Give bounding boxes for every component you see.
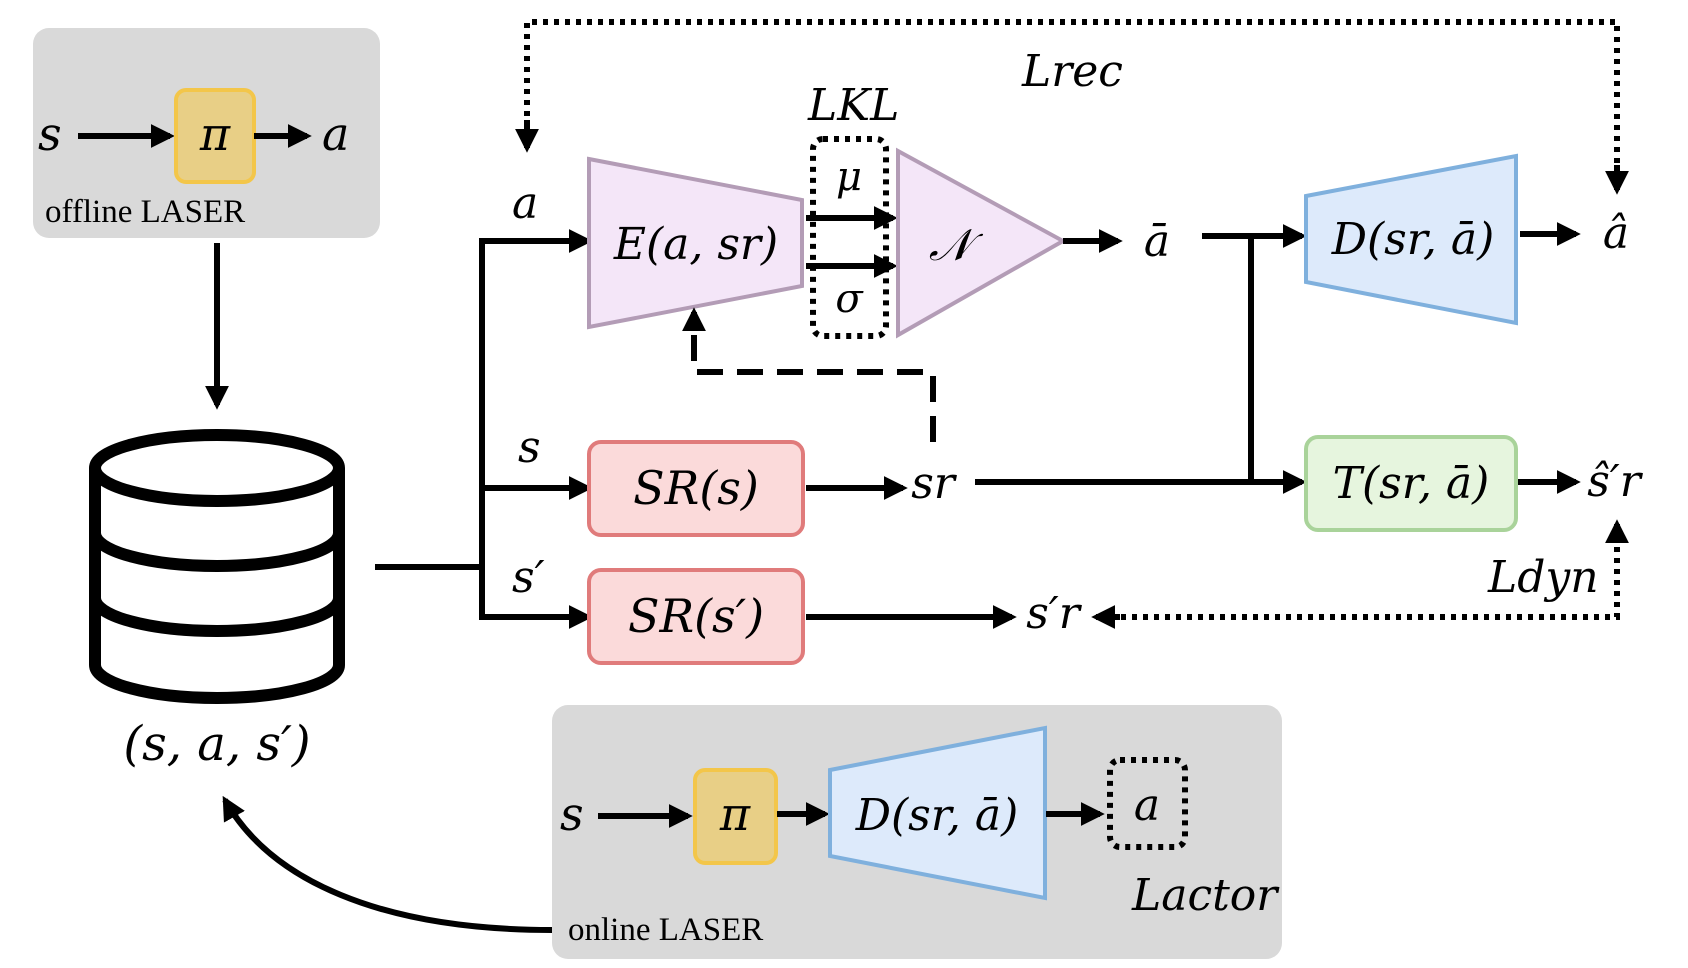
rec-loss-loop <box>524 19 1620 182</box>
online-policy-box <box>693 768 778 865</box>
dynamics-block <box>1304 435 1518 532</box>
input-s-label: s <box>518 422 541 473</box>
database-icon <box>89 429 345 704</box>
input-s-prime-label: s′ <box>512 552 545 603</box>
dyn-loss-line <box>1110 538 1620 620</box>
online-a-label: a <box>1134 780 1160 831</box>
s-hat-r-prime-label: ŝ′r <box>1587 456 1644 507</box>
online-action-box <box>1107 757 1188 850</box>
gaussian-sampler-block <box>896 147 1068 339</box>
s-r-label: sr <box>911 458 958 509</box>
offline-a-label: a <box>322 107 349 161</box>
s-r-prime-label: s′r <box>1026 588 1083 639</box>
a-bar-label: ā <box>1144 216 1170 267</box>
online-to-dataset-arrow <box>222 795 553 933</box>
offline-laser-panel: s π a offline LASER <box>33 28 380 238</box>
sr-s-prime-label: SR(s′) <box>628 589 764 643</box>
offline-s-label: s <box>38 107 62 161</box>
mu-label: μ <box>836 154 862 200</box>
input-a-label: a <box>512 178 538 229</box>
sr-to-encoder-dashed-line <box>691 320 936 442</box>
offline-laser-label: offline LASER <box>45 194 245 230</box>
sr-s-label: SR(s) <box>633 461 759 515</box>
encoder-block <box>587 156 804 330</box>
online-decoder-block <box>828 725 1047 901</box>
a-hat-label: â <box>1603 208 1629 259</box>
sr-s-block <box>587 440 805 537</box>
kl-latent-box <box>810 136 889 339</box>
online-laser-panel: s π D(sr, ā) a Lactor online LASER <box>552 705 1282 959</box>
encoder-label: E(a, sr) <box>613 219 778 270</box>
offline-policy-label: π <box>199 107 231 161</box>
sr-s-prime-block <box>587 568 805 665</box>
dynamics-label: T(sr, ā) <box>1333 458 1490 509</box>
decoder-block <box>1304 153 1518 326</box>
decoder-label: D(sr, ā) <box>1331 214 1495 265</box>
sigma-label: σ <box>835 276 864 322</box>
online-decoder-label: D(sr, ā) <box>855 790 1019 841</box>
actor-loss-label: Lactor <box>1131 870 1280 921</box>
online-laser-label: online LASER <box>568 912 763 948</box>
dataset-tuple-label: (s, a, s′) <box>123 716 310 772</box>
online-s-label: s <box>560 787 584 841</box>
online-policy-label: π <box>719 787 751 841</box>
kl-loss-label: LKL <box>807 80 899 131</box>
rec-loss-label: Lrec <box>1021 46 1123 97</box>
dyn-loss-label: Ldyn <box>1487 552 1599 603</box>
